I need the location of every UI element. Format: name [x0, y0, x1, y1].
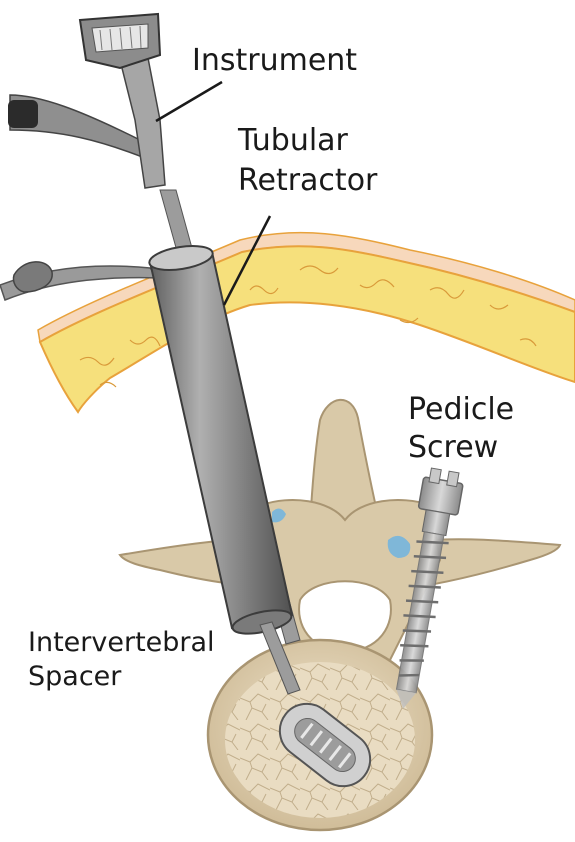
- pedicle-screw-label-line1: Pedicle: [408, 393, 514, 427]
- intervertebral-spacer-label-line2: Spacer: [28, 660, 121, 694]
- instrument-label: Instrument: [192, 44, 357, 78]
- intervertebral-spacer-label-line1: Intervertebral: [28, 626, 215, 660]
- instrument-leader: [156, 82, 222, 121]
- tubular-retractor-label-line1: Tubular: [238, 124, 348, 158]
- tubular-retractor-label-line2: Retractor: [238, 164, 377, 198]
- instrument-handle: [120, 58, 165, 188]
- tissue-layer: [38, 233, 575, 412]
- pedicle-screw-label-line2: Screw: [408, 431, 498, 465]
